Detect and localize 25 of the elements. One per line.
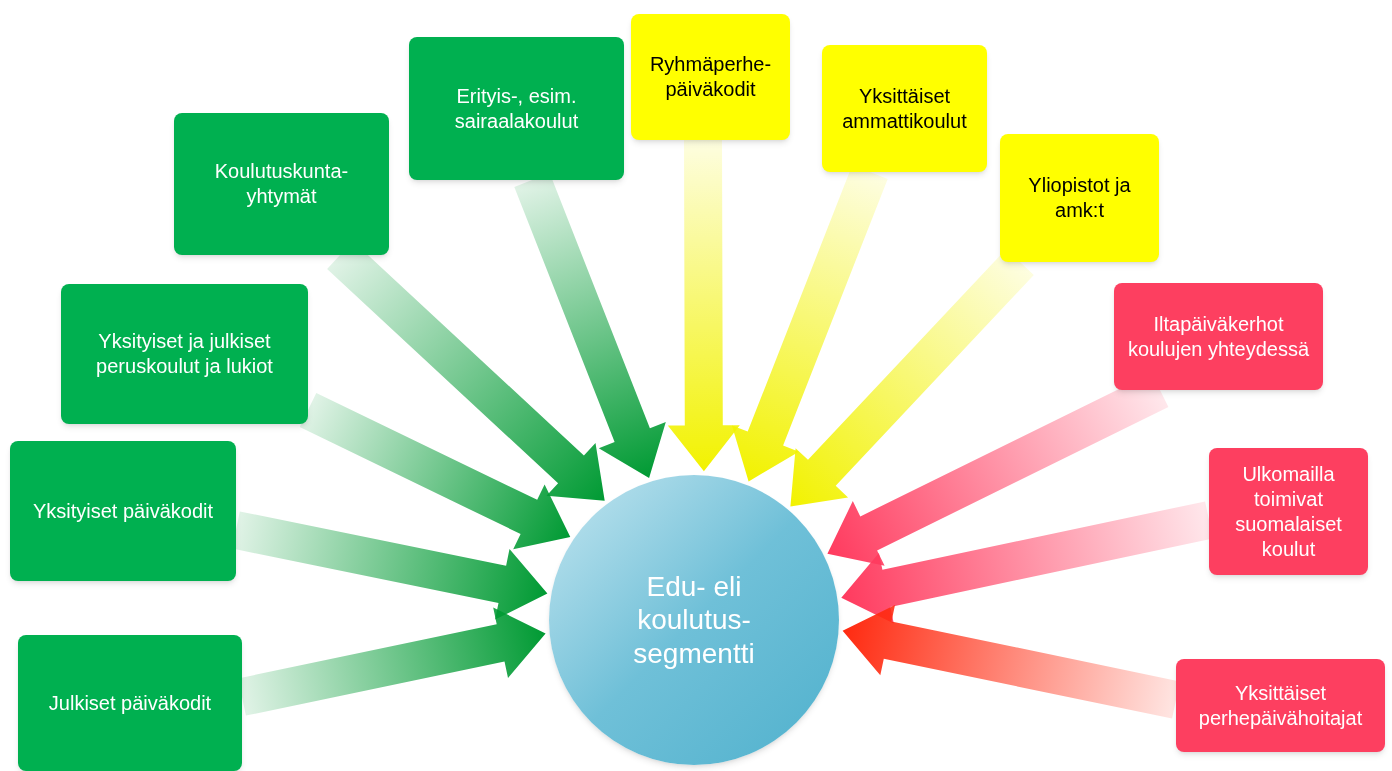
category-box <box>10 441 236 581</box>
box-label: Erityis-, esim. sairaalakoulut <box>453 83 580 134</box>
category-box <box>409 37 624 180</box>
arrow <box>667 139 740 472</box>
category-box <box>1176 659 1385 752</box>
category-box <box>1114 283 1323 390</box>
box-label: Iltapäiväkerhot koulujen yhteydessä <box>1126 311 1311 362</box>
box-label: Ulkomailla toimivat suomalaiset koulut <box>1234 461 1343 562</box>
arrow <box>299 392 571 550</box>
category-box <box>18 635 242 771</box>
box-label: Koulutuskunta- yhtymät <box>213 159 350 209</box>
box-label: Yksityiset päiväkodit <box>32 498 214 524</box>
category-box <box>1209 448 1368 575</box>
category-box <box>822 45 987 172</box>
center-label: Edu- eli koulutus- segmentti <box>632 569 756 671</box>
box-label: Yksityiset ja julkiset peruskoulut ja lukiot <box>95 329 274 379</box>
category-box <box>174 113 389 255</box>
box-label: Yliopistot ja amk:t <box>1027 173 1132 223</box>
category-box <box>61 284 308 424</box>
box-label: Yksittäiset ammattikoulut <box>841 83 968 134</box>
category-box <box>1000 134 1159 262</box>
box-label: Yksittäiset perhepäivähoitajat <box>1197 680 1364 731</box>
category-box <box>631 14 790 140</box>
box-label: Julkiset päiväkodit <box>48 690 212 716</box>
box-label: Ryhmäperhe- päiväkodit <box>648 52 773 102</box>
